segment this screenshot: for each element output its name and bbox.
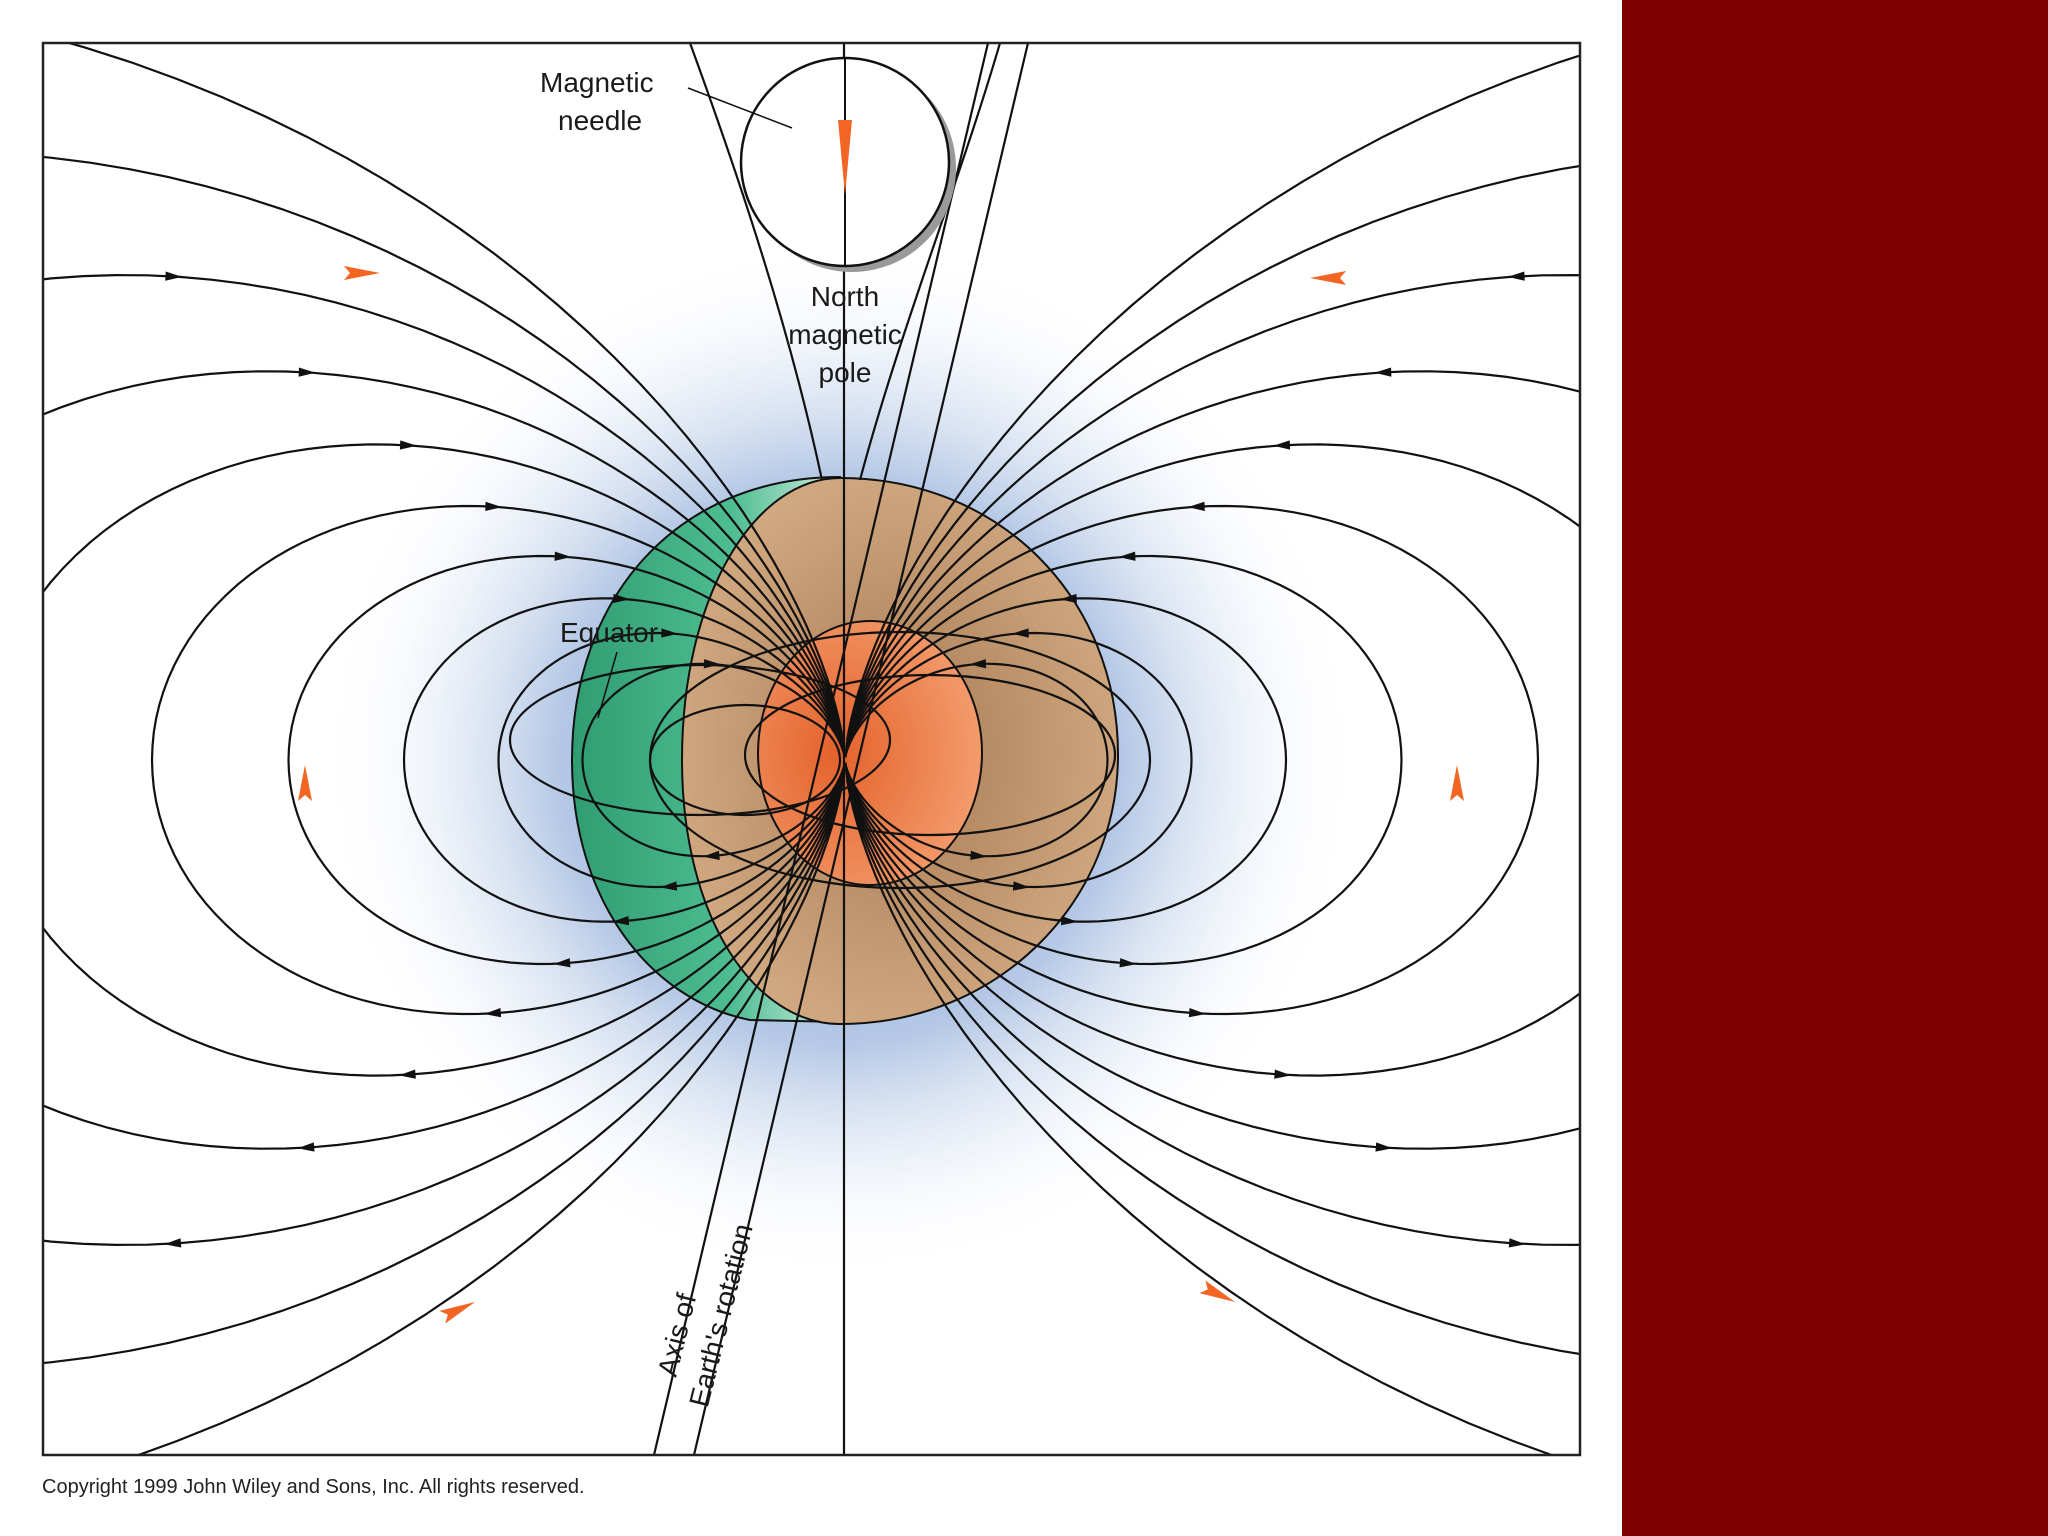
field-line-arrowhead: [484, 1008, 502, 1018]
field-line-arrowhead: [0, 149, 12, 158]
inner-field-loop: [508, 663, 892, 817]
field-direction-arrows: [298, 266, 1464, 1324]
field-line-arrowhead: [1374, 367, 1392, 377]
field-line-arrowhead: [0, 1361, 11, 1370]
field-line: [844, 504, 1540, 1016]
field-line-arrowhead: [970, 850, 988, 860]
field-line-arrowhead: [1059, 593, 1077, 604]
rotation-axis-line-b: [692, 43, 1030, 1455]
label-north-pole-2: magnetic: [788, 319, 902, 350]
field-line: [844, 443, 1580, 1077]
field-direction-arrow: [1450, 765, 1464, 801]
field-line-arrowhead: [969, 659, 987, 669]
needle-leader-line: [687, 87, 793, 129]
field-line: [844, 597, 1288, 923]
inner-field-loop: [743, 673, 1117, 837]
field-line-arrowhead: [1060, 915, 1078, 926]
field-direction-arrow: [1310, 271, 1346, 285]
label-magnetic-needle-2: needle: [558, 105, 642, 136]
needle-funnel-right: [858, 43, 1002, 481]
field-line: [581, 662, 846, 858]
magnetic-field-diagram: Magnetic needle North magnetic pole Equa…: [0, 41, 1582, 1457]
field-line-arrowhead: [702, 850, 720, 860]
field-line-arrowhead: [1375, 1142, 1393, 1152]
field-line-arrowhead: [554, 551, 572, 561]
field-direction-arrow: [298, 765, 312, 801]
inner-field-loops: [508, 630, 1152, 890]
field-line-arrowhead: [1274, 1069, 1292, 1079]
field-line-arrowhead: [398, 1069, 416, 1079]
field-line: [65, 43, 844, 1455]
field-line: [845, 164, 1580, 1356]
copyright-notice: Copyright 1999 John Wiley and Sons, Inc.…: [42, 1476, 585, 1498]
field-line-arrowhead: [1119, 958, 1137, 968]
label-magnetic-needle-1: Magnetic: [540, 67, 654, 98]
field-line-arrowhead: [1012, 881, 1030, 891]
field-line-arrowhead: [485, 501, 503, 512]
field-line-arrowhead: [1273, 440, 1291, 450]
field-line-arrowhead: [553, 958, 571, 968]
field-line-arrowhead: [1118, 551, 1136, 561]
field-line-arrowhead: [297, 1142, 315, 1152]
figure-frame: [41, 41, 1582, 1457]
field-line: [845, 273, 1580, 1247]
field-line: [43, 273, 845, 1247]
field-line: [43, 443, 846, 1077]
field-line-arrowhead: [164, 1238, 182, 1248]
field-line-arrowhead: [399, 440, 417, 450]
equator-leader-line: [597, 651, 618, 719]
field-line-arrowhead: [1011, 628, 1029, 638]
field-line: [844, 554, 1403, 966]
field-line-arrowhead: [1507, 271, 1525, 281]
field-line: [844, 662, 1109, 858]
field-line-arrowhead: [165, 271, 183, 281]
magnetic-needle: [838, 120, 852, 195]
label-north-pole-1: North: [811, 281, 879, 312]
inner-field-loop: [648, 630, 1152, 890]
field-line: [287, 554, 846, 966]
field-line: [497, 631, 846, 889]
field-line-arrowhead: [661, 628, 679, 638]
field-line: [43, 370, 845, 1150]
field-direction-arrow: [439, 1302, 475, 1324]
field-line-arrowhead: [298, 367, 316, 377]
field-line: [845, 370, 1580, 1150]
field-direction-arrow: [1199, 1280, 1235, 1302]
field-line: [43, 155, 845, 1365]
field-line: [150, 504, 846, 1016]
field-line-arrowhead: [1187, 501, 1205, 512]
field-line: [846, 54, 1580, 1455]
field-line-arrowhead: [660, 881, 678, 891]
needle-funnel-left: [688, 43, 824, 481]
field-direction-arrow: [344, 266, 380, 280]
field-line-arrowhead: [1508, 1238, 1526, 1248]
label-north-pole-3: pole: [819, 357, 872, 388]
field-line-arrowhead: [1188, 1008, 1206, 1018]
field-line-arrowhead: [612, 915, 630, 926]
sidebar-panel: [1622, 0, 2048, 1536]
rotation-axis-line-a: [652, 43, 990, 1455]
label-equator: Equator: [560, 617, 658, 648]
field-line-arrowhead: [613, 593, 631, 604]
